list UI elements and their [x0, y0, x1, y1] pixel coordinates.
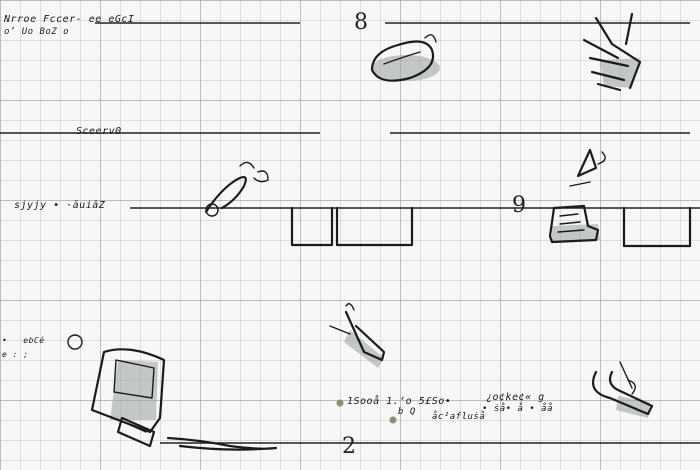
hand-tool-icon: [582, 12, 642, 92]
circle-marker: [67, 334, 83, 350]
tweezers-icon: [329, 303, 386, 368]
frame-box-2: [335, 206, 414, 247]
header-line-2: o’ Uo BoZ o: [4, 27, 70, 37]
dot-marker-1: [336, 399, 344, 407]
label-left-row3-b: e : ;: [2, 350, 29, 359]
label-bottom-b: b Q: [398, 407, 416, 417]
frame-box-3: [622, 206, 692, 248]
clamp-icon: [592, 361, 654, 418]
number-bottom: 2: [342, 434, 357, 459]
dot-marker-2: [389, 416, 397, 424]
label-bottom-c: ¿o¢ke¢« g: [486, 392, 545, 403]
label-bottom-a: 1Sooå 1.ʻo 5£So•: [347, 396, 452, 407]
label-bottom-e: åc²afluṡå: [432, 412, 486, 422]
pencil-icon: [204, 161, 269, 217]
label-left-row3-a: • ebCé: [2, 336, 45, 345]
frame-box-1: [290, 206, 334, 247]
tablet-icon: [548, 204, 600, 244]
cable-line: [166, 436, 278, 451]
note-pad-icon: [370, 34, 440, 82]
number-top: 8: [354, 10, 369, 35]
kiosk-terminal-icon: [90, 348, 166, 448]
pen-nib-icon: [569, 148, 606, 187]
header-line-1: Nrroe Fccer- ee eGcI: [4, 14, 135, 25]
label-left-mid: Sceerv0: [76, 126, 122, 137]
number-mid: 9: [512, 193, 527, 218]
label-left-row2: sjyjy • ·āuiāZ: [14, 200, 106, 211]
label-bottom-d: • ṡå• å • åå: [482, 404, 554, 414]
